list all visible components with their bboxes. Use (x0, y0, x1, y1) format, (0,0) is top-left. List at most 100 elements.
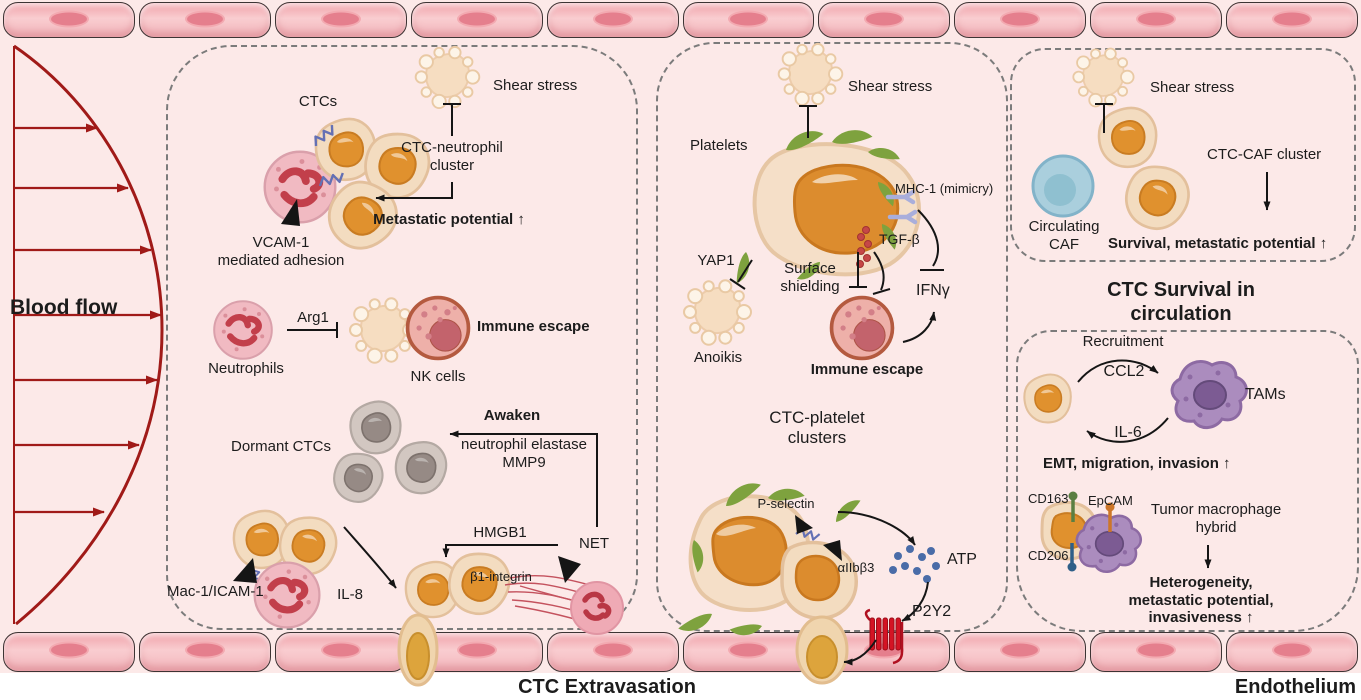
immune-escape-label: Immune escape (810, 361, 924, 378)
p2y2-cell-arrow (843, 639, 877, 666)
net-neutrophil-icon (504, 574, 624, 635)
ctc-icon (1020, 370, 1076, 427)
ctc-neutrophil-cluster-label: CTC-neutrophil cluster (401, 139, 503, 174)
neutrophils-label: Neutrophils (208, 360, 284, 377)
tumor-macrophage-hybrid-label: Tumor macrophage hybrid (1150, 501, 1282, 536)
endothelial-nucleus (864, 10, 905, 28)
endothelial-cell (274, 2, 407, 38)
shear-stress-label: Shear stress (848, 78, 933, 95)
metastatic-elbow-arrow (375, 182, 453, 202)
tgf-beta-label: TGF-β (879, 231, 920, 247)
endothelial-cell (546, 2, 679, 38)
tams-label: TAMs (1245, 386, 1286, 403)
endothelial-nucleus (1272, 641, 1313, 659)
emt-label: EMT, migration, invasion ↑ (1043, 455, 1231, 472)
endothelial-nucleus (1136, 10, 1177, 28)
panel-ctc-caf-cluster (1010, 48, 1356, 262)
vcam1-pointer-icon (281, 199, 300, 226)
endothelial-nucleus (320, 10, 361, 28)
aiibb3-pointer-icon (823, 540, 842, 561)
endothelial-nucleus (456, 641, 497, 659)
tam-icon (1170, 359, 1248, 430)
ctc-extravasation-label: CTC Extravasation (518, 676, 696, 698)
atp-icon (889, 545, 940, 583)
ccl2-label: CCL2 (1103, 363, 1145, 380)
ctc-survival-title: CTC Survival in circulation (1107, 279, 1255, 325)
endothelial-cell (274, 632, 407, 672)
endothelial-cell (546, 632, 679, 672)
endothelial-cell (1226, 2, 1359, 38)
p2y2-receptor-icon (864, 608, 904, 665)
il8-arrow (343, 526, 397, 589)
extravasating-ctc-icons (397, 545, 517, 687)
blood-flow-profile-icon (13, 44, 164, 626)
endothelial-nucleus (1136, 641, 1177, 659)
tumor-macrophage-hybrid-icon (1040, 491, 1143, 574)
endothelial-cell (138, 2, 271, 38)
cd163-label: CD163 (1028, 491, 1069, 506)
neutrophil-icon (214, 301, 272, 359)
mac1-pointer-icon (233, 558, 257, 583)
atp-label: ATP (947, 551, 977, 568)
platelet-atp-arrow (837, 511, 916, 546)
endothelial-cell (954, 632, 1087, 672)
net-pointer-icon (558, 556, 581, 583)
ccl2-arc-arrow (1077, 359, 1159, 383)
anoikis-label: Anoikis (693, 349, 743, 366)
endothelial-cell (682, 2, 815, 38)
cd163-marker-icon (1068, 491, 1078, 522)
circulating-caf-label: Circulating CAF (1028, 218, 1100, 253)
epcam-label: EpCAM (1088, 493, 1133, 508)
mac1-icam1-label: Mac-1/ICAM-1 (167, 583, 264, 600)
aiibb3-label: αIIbβ3 (837, 560, 875, 575)
recruitment-label: Recruitment (1082, 333, 1164, 350)
nk-cell-icon (829, 295, 895, 361)
endothelial-cell (954, 2, 1087, 38)
endothelial-nucleus (184, 10, 225, 28)
endothelial-nucleus (1000, 10, 1041, 28)
ctc-platelet-clusters-label: CTC-platelet clusters (769, 408, 865, 448)
atp-p2y2-arrow (901, 581, 929, 622)
endothelial-cell (682, 632, 815, 672)
cd206-label: CD206 (1028, 548, 1069, 563)
survival-metastatic-label: Survival, metastatic potential ↑ (1108, 235, 1328, 252)
ctcs-label: CTCs (298, 93, 338, 110)
hmgb1-arrow (442, 544, 558, 558)
ctc-caf-cluster-label: CTC-CAF cluster (1207, 146, 1322, 163)
apoptotic-cell-icon (777, 42, 844, 107)
endothelial-nucleus (728, 641, 769, 659)
endothelial-cell (138, 632, 271, 672)
endothelial-nucleus (456, 10, 497, 28)
b1-integrin-label: β1-integrin (470, 569, 532, 584)
endothelial-cell (1090, 632, 1223, 672)
ctc-caf-cluster-icon (1031, 104, 1198, 239)
yap1-label: YAP1 (697, 252, 735, 269)
metastatic-potential-label: Metastatic potential ↑ (373, 211, 525, 228)
p-selectin-pointer-icon (795, 515, 813, 534)
ctc-platelet-shielded-cell-icon (730, 128, 921, 286)
endothelial-nucleus (48, 641, 89, 659)
endothelium-bottom-row (0, 630, 1361, 674)
endothelial-nucleus (1272, 10, 1313, 28)
relation-arrows (287, 103, 1271, 666)
nk-cells-label: NK cells (410, 368, 466, 385)
immune-escape-label: Immune escape (477, 318, 590, 335)
endothelial-nucleus (184, 641, 225, 659)
heterogeneity-label: Heterogeneity, metastatic potential, inv… (1128, 574, 1274, 627)
dormant-ctcs-label: Dormant CTCs (230, 438, 332, 455)
il6-arc-arrow (1086, 417, 1169, 443)
platelets-label: Platelets (690, 137, 748, 154)
endothelial-nucleus (592, 10, 633, 28)
endothelial-nucleus (320, 641, 361, 659)
epcam-marker-icon (1105, 502, 1115, 532)
nk-to-ifng-arrow (902, 311, 937, 343)
shear-stress-label: Shear stress (493, 77, 578, 94)
surface-shielding-label: Surface shielding (780, 260, 840, 295)
mhc1-label: MHC-1 (mimicry) (895, 181, 994, 196)
dormant-ctc-icons (327, 396, 449, 509)
vcam1-label: VCAM-1 mediated adhesion (217, 234, 345, 269)
ifn-gamma-label: IFNγ (916, 282, 950, 299)
apoptotic-cell-icon (1072, 47, 1135, 108)
